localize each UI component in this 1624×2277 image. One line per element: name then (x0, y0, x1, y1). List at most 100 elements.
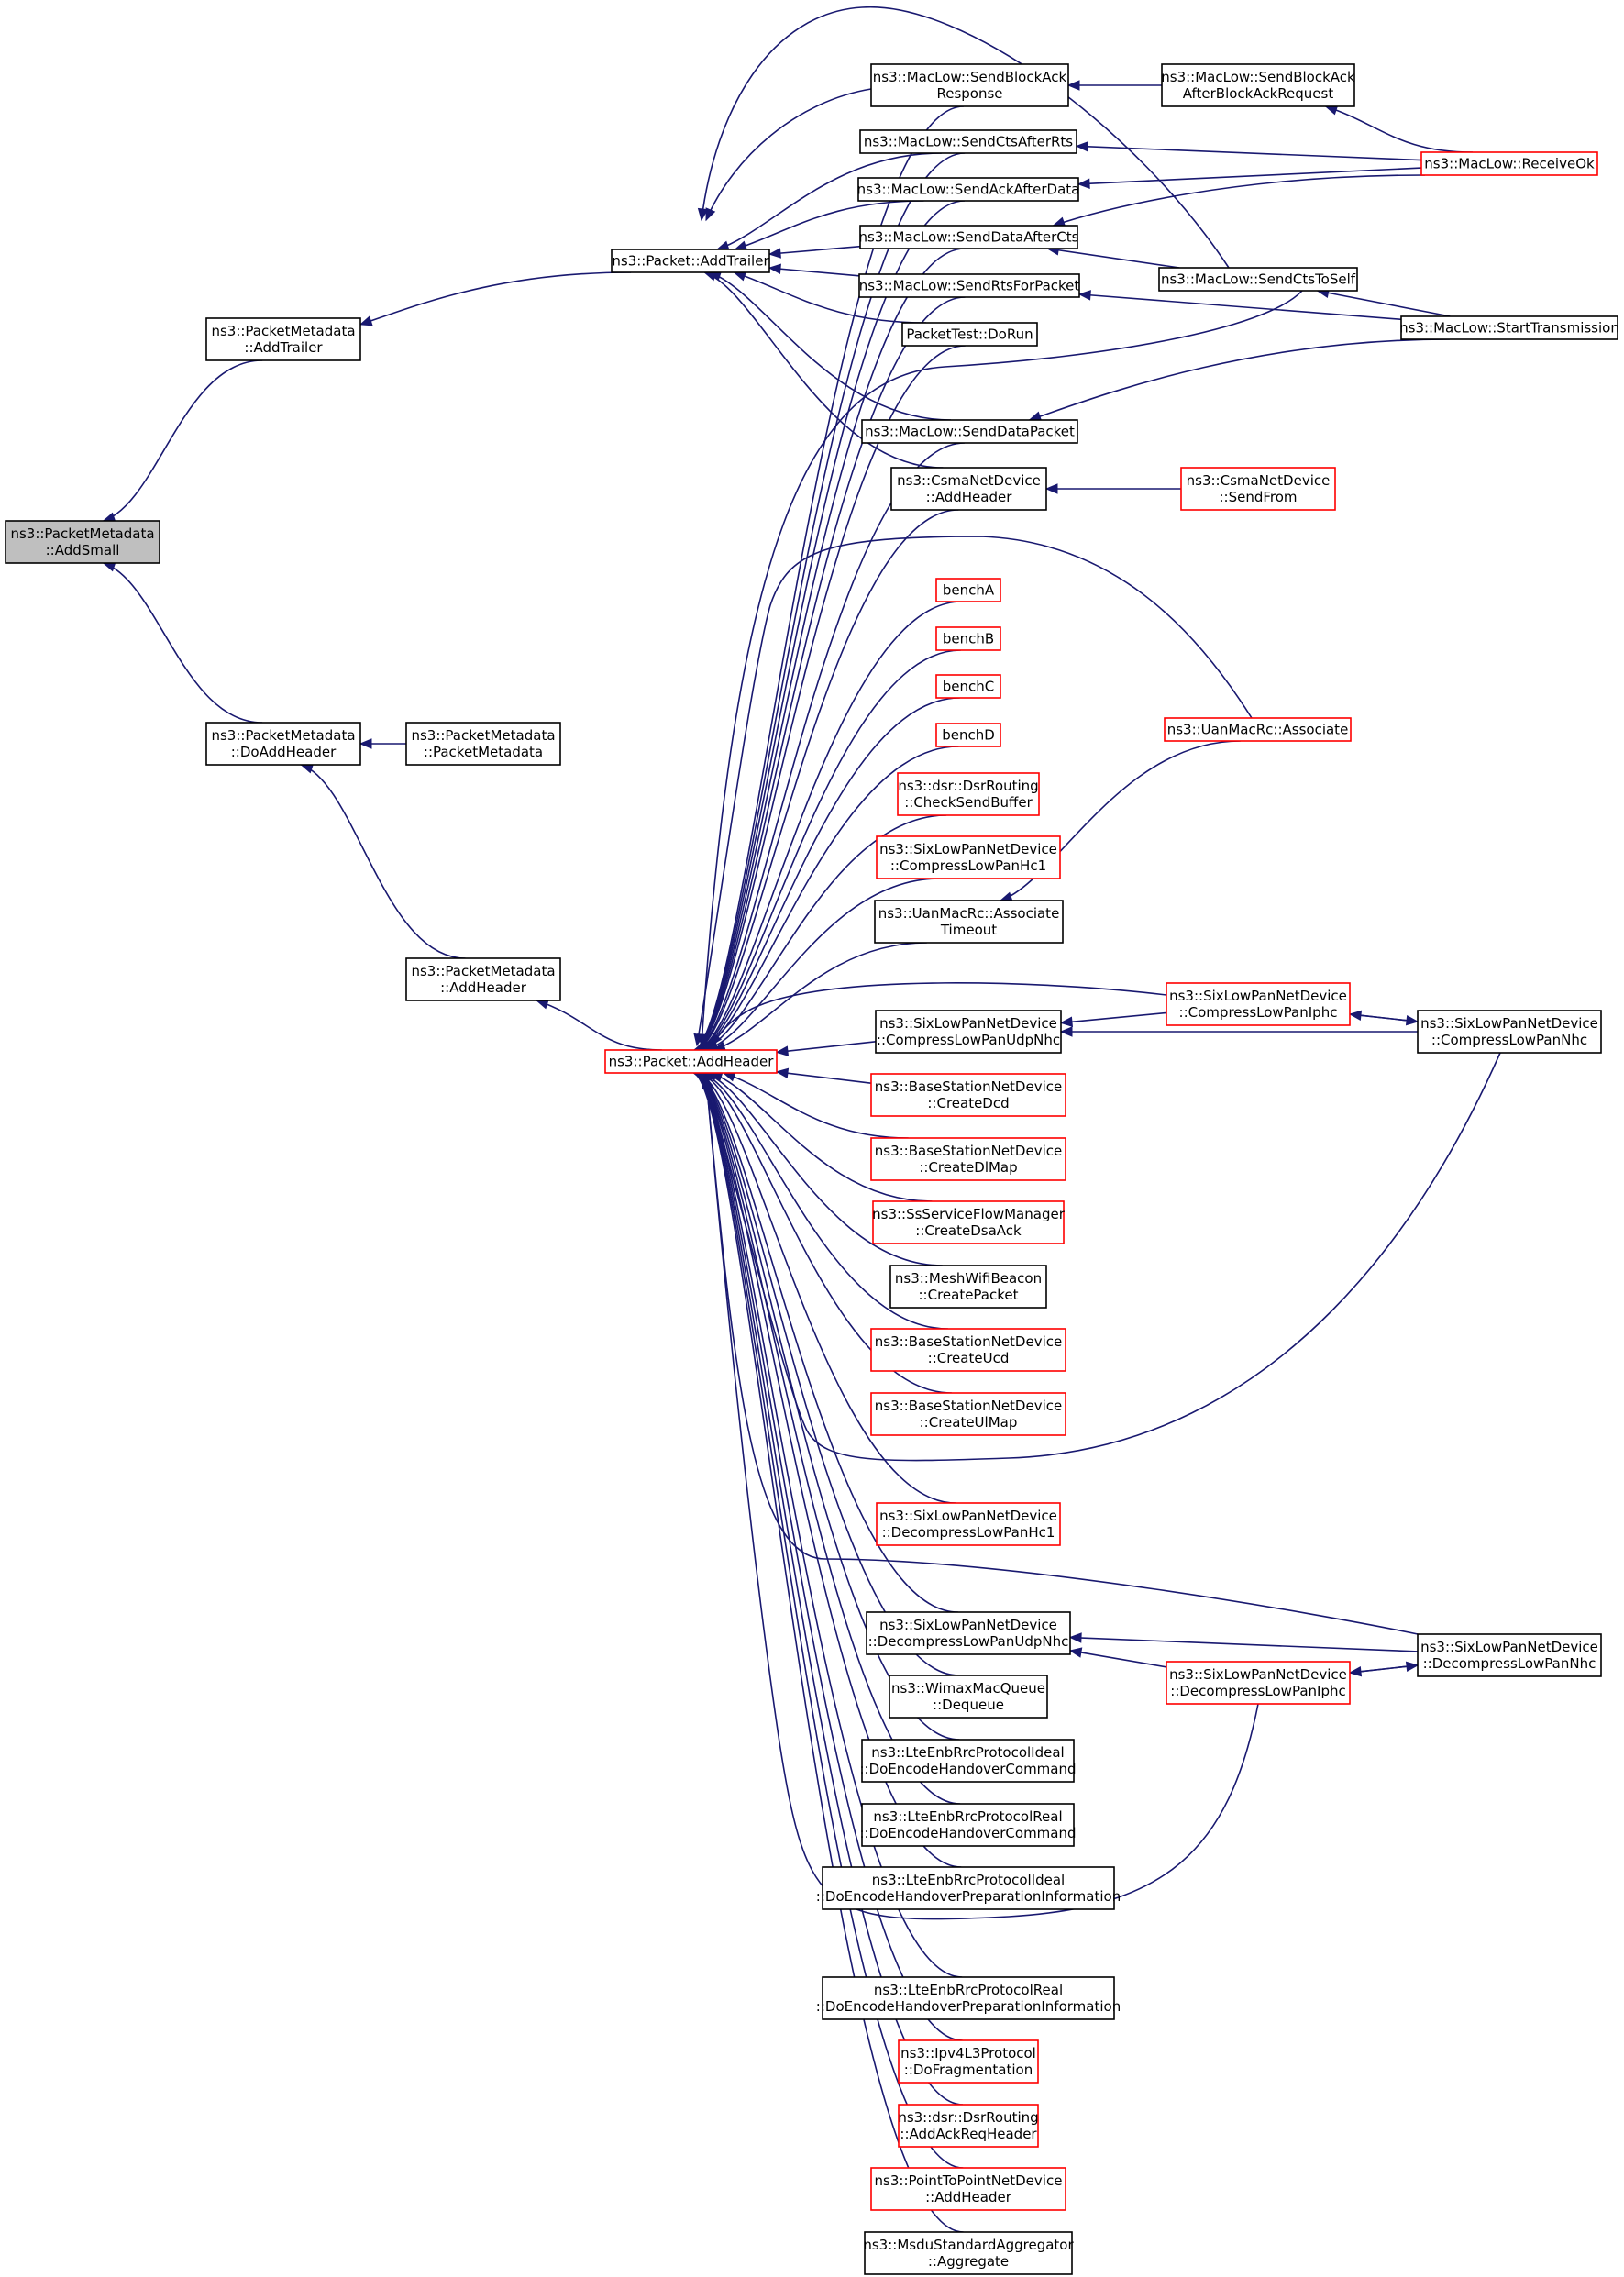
node-benchA[interactable]: benchA (935, 578, 1001, 602)
node-compresslowpanhc1[interactable]: ns3::SixLowPanNetDevice::CompressLowPanH… (876, 835, 1061, 879)
node-pm-doaddheader[interactable]: ns3::PacketMetadata::DoAddHeader (205, 722, 361, 766)
node-benchC[interactable]: benchC (935, 674, 1001, 699)
node-decompressiphc[interactable]: ns3::SixLowPanNetDevice::DecompressLowPa… (1166, 1661, 1351, 1705)
edge-compressiphc-to-compressnhc (1349, 1013, 1420, 1026)
node-box (872, 1200, 1065, 1244)
edge-line (694, 200, 966, 1051)
node-label-line: ::CompressLowPanNhc (1431, 1032, 1587, 1048)
edge-line (697, 601, 962, 1051)
node-label-line: ns3::MacLow::SendDataAfterCts (859, 229, 1079, 246)
edge-line (1000, 740, 1241, 901)
node-sendackafterdata[interactable]: ns3::MacLow::SendAckAfterData (857, 177, 1080, 202)
node-label-line: ns3::PacketMetadata (211, 323, 355, 339)
node-ipv4l3-frag[interactable]: ns3::Ipv4L3Protocol::DoFragmentation (898, 2039, 1039, 2084)
node-pm-addheader[interactable]: ns3::PacketMetadata::AddHeader (405, 957, 561, 1001)
edge-compressnhc-to-compressudpnhc (1059, 1026, 1418, 1037)
node-box (876, 835, 1061, 879)
node-box (857, 177, 1079, 202)
node-packet-addtrailer[interactable]: ns3::Packet::AddTrailer (611, 249, 770, 273)
node-createdcd[interactable]: ns3::BaseStationNetDevice::CreateDcd (870, 1073, 1066, 1117)
node-senddataaftercts[interactable]: ns3::MacLow::SendDataAfterCts (859, 225, 1079, 249)
node-csma-sendfrom[interactable]: ns3::CsmaNetDevice::SendFrom (1180, 467, 1336, 511)
edge-line (704, 1072, 943, 1266)
node-decompressudpnhc[interactable]: ns3::SixLowPanNetDevice::DecompressLowPa… (866, 1611, 1071, 1655)
node-box (1420, 151, 1598, 176)
node-decompresshc1[interactable]: ns3::SixLowPanNetDevice::DecompressLowPa… (876, 1502, 1061, 1546)
node-decompressnhc[interactable]: ns3::SixLowPanNetDevice::DecompressLowPa… (1417, 1633, 1602, 1677)
node-dsr-ackreq[interactable]: ns3::dsr::DsrRouting::AddAckReqHeader (898, 2104, 1039, 2148)
node-receiveok[interactable]: ns3::MacLow::ReceiveOk (1420, 151, 1598, 176)
node-ltereal-cmd[interactable]: ns3::LteEnbRrcProtocolReal::DoEncodeHand… (859, 1803, 1077, 1847)
node-label-line: ns3::MacLow::StartTransmission (1399, 320, 1619, 337)
node-addsmall[interactable]: ns3::PacketMetadata::AddSmall (5, 520, 160, 564)
node-ltereal-prep[interactable]: ns3::LteEnbRrcProtocolReal::DoEncodeHand… (816, 1976, 1121, 2020)
edge-receiveok-to-sendctsafterrts (1075, 141, 1422, 161)
edge-starttransmission-to-sendctstoself (1316, 287, 1451, 317)
node-compressiphc[interactable]: ns3::SixLowPanNetDevice::CompressLowPanI… (1166, 982, 1351, 1026)
node-wimaxdequeue[interactable]: ns3::WimaxMacQueue::Dequeue (889, 1675, 1048, 1719)
edge-sendctstoself-to-packet_addtrailer (697, 6, 1230, 269)
edge-line (705, 1077, 1419, 1635)
edge-uan_assoc_timeout-to-packet_addheader (713, 942, 927, 1052)
node-label-line: ::DecompressLowPanHc1 (882, 1524, 1055, 1541)
node-createdlmap[interactable]: ns3::BaseStationNetDevice::CreateDlMap (870, 1137, 1066, 1181)
node-label-line: ns3::SixLowPanNetDevice (1169, 1666, 1347, 1683)
edge-line (705, 1077, 1259, 1920)
node-box (859, 129, 1077, 154)
node-box (898, 2104, 1039, 2148)
node-uan-associate[interactable]: ns3::UanMacRc::Associate (1164, 717, 1352, 742)
node-label-line: ns3::SixLowPanNetDevice (1420, 1639, 1598, 1655)
node-dsr-checksend[interactable]: ns3::dsr::DsrRouting::CheckSendBuffer (897, 772, 1040, 816)
node-pm-packetmetadata[interactable]: ns3::PacketMetadata::PacketMetadata (405, 722, 561, 766)
edge-line (701, 290, 1303, 1046)
edge-decompressiphc-to-decompressnhc (1349, 1661, 1420, 1674)
node-label-line: benchB (943, 631, 994, 647)
node-sendctstoself[interactable]: ns3::MacLow::SendCtsToSelf (1158, 267, 1358, 292)
arrowhead (1077, 178, 1090, 189)
node-label-line: Response (936, 85, 1002, 102)
node-box (604, 1049, 778, 1074)
edge-line (705, 88, 872, 221)
node-label-line: ::PacketMetadata (424, 744, 543, 760)
edge-line (734, 271, 926, 324)
node-box (935, 723, 1001, 747)
node-sendrtsforpacket[interactable]: ns3::MacLow::SendRtsForPacket (858, 273, 1080, 298)
edge-line (301, 764, 466, 959)
node-csma-addheader[interactable]: ns3::CsmaNetDevice::AddHeader (890, 467, 1047, 511)
arrowhead (1075, 141, 1088, 152)
node-packettest-dorun[interactable]: PacketTest::DoRun (901, 322, 1038, 347)
node-sendblockack-after[interactable]: ns3::MacLow::SendBlockAckAfterBlockAckRe… (1161, 63, 1355, 107)
nodes-layer: ns3::PacketMetadata::AddSmallns3::Packet… (5, 63, 1619, 2275)
node-sendctsafterrts[interactable]: ns3::MacLow::SendCtsAfterRts (859, 129, 1077, 154)
node-meshwifibeacon[interactable]: ns3::MeshWifiBeacon::CreatePacket (889, 1265, 1047, 1309)
node-compressudpnhc[interactable]: ns3::SixLowPanNetDevice::CompressLowPanU… (875, 1010, 1062, 1054)
node-senddatapacket[interactable]: ns3::MacLow::SendDataPacket (861, 419, 1078, 444)
node-box (870, 1137, 1066, 1181)
node-packet-addheader[interactable]: ns3::Packet::AddHeader (604, 1049, 778, 1074)
node-p2p-addheader[interactable]: ns3::PointToPointNetDevice::AddHeader (870, 2167, 1066, 2211)
node-lteideal-prep[interactable]: ns3::LteEnbRrcProtocolIdeal::DoEncodeHan… (816, 1866, 1121, 1910)
node-createucd[interactable]: ns3::BaseStationNetDevice::CreateUcd (870, 1328, 1066, 1372)
node-msdu-aggregate[interactable]: ns3::MsduStandardAggregator::Aggregate (863, 2231, 1074, 2275)
node-lteideal-cmd[interactable]: ns3::LteEnbRrcProtocolIdeal::DoEncodeHan… (859, 1739, 1077, 1783)
node-label-line: ns3::dsr::DsrRouting (898, 2109, 1038, 2126)
node-createdsaack[interactable]: ns3::SsServiceFlowManager::CreateDsaAck (872, 1200, 1066, 1244)
node-pm-addtrailer[interactable]: ns3::PacketMetadata::AddTrailer (205, 317, 361, 361)
node-box (875, 1010, 1062, 1054)
node-createulmap[interactable]: ns3::BaseStationNetDevice::CreateUlMap (870, 1392, 1066, 1436)
node-box (874, 900, 1064, 944)
node-label-line: ns3::Packet::AddTrailer (612, 253, 769, 270)
edge-line (1317, 290, 1451, 317)
node-benchD[interactable]: benchD (935, 723, 1001, 747)
node-box (405, 957, 561, 1001)
node-starttransmission[interactable]: ns3::MacLow::StartTransmission (1399, 315, 1619, 340)
arrowhead (693, 1033, 704, 1047)
node-label-line: ::DecompressLowPanUdpNhc (868, 1633, 1069, 1650)
node-compressnhc[interactable]: ns3::SixLowPanNetDevice::CompressLowPanN… (1417, 1010, 1602, 1054)
node-benchB[interactable]: benchB (935, 626, 1001, 651)
node-label-line: ns3::MeshWifiBeacon (895, 1270, 1042, 1287)
node-label-line: ::CompressLowPanUdpNhc (877, 1032, 1060, 1048)
edge-line (103, 562, 263, 724)
